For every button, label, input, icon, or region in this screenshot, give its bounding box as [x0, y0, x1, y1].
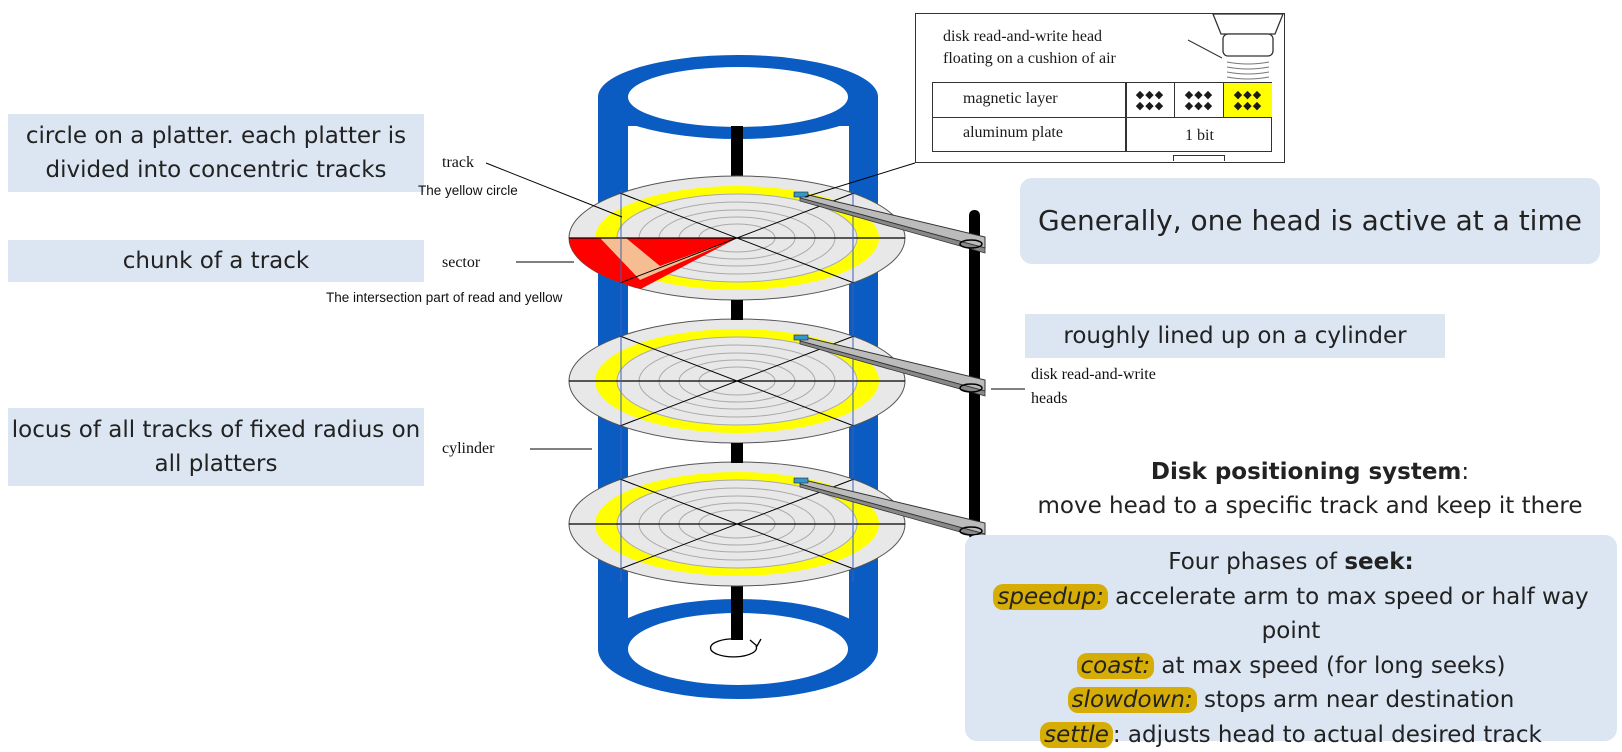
phase-desc: stops arm near destination [1197, 687, 1515, 713]
positioning-colon: : [1461, 459, 1469, 485]
phase-slowdown: slowdown: stops arm near destination [965, 683, 1617, 718]
row-aluminum-plate: aluminum plate 1 bit [933, 117, 1271, 151]
label-track: track [442, 154, 474, 172]
label-sector: sector [442, 254, 480, 272]
inset-head-line1: disk read-and-write head [943, 26, 1116, 48]
phase-desc: accelerate arm to max speed or half way … [1108, 584, 1589, 645]
positioning-system-text: Disk positioning system: move head to a … [1020, 455, 1600, 523]
bit-cell: ◆◆◆◆◆◆ [1126, 83, 1175, 117]
magnetic-layer-label: magnetic layer [963, 90, 1058, 108]
positioning-desc: move head to a specific track and keep i… [1020, 489, 1600, 523]
bit-bracket [1173, 155, 1225, 161]
positioning-title: Disk positioning system [1151, 459, 1462, 485]
one-bit-label: 1 bit [1185, 127, 1214, 145]
callout-track: circle on a platter. each platter is div… [8, 114, 424, 192]
phase-name: coast: [1077, 653, 1155, 679]
callout-one-head: Generally, one head is active at a time [1020, 178, 1600, 264]
seek-phases-box: Four phases of seek: speedup: accelerate… [965, 535, 1617, 741]
actuator-post [969, 210, 980, 540]
phase-desc: : adjusts head to actual desired track [1113, 722, 1542, 748]
callout-lined-up: roughly lined up on a cylinder [1025, 314, 1445, 358]
label-sector-note: The intersection part of read and yellow [326, 290, 562, 305]
phase-settle: settle: adjusts head to actual desired t… [965, 718, 1617, 752]
bit-cell: ◆◆◆◆◆◆ [1175, 83, 1224, 117]
seek-intro-bold: seek: [1344, 549, 1413, 575]
head-detail-inset: disk read-and-write head floating on a c… [915, 13, 1285, 163]
phase-name: settle [1040, 722, 1113, 748]
layer-table: magnetic layer ◆◆◆◆◆◆ ◆◆◆◆◆◆ ◆◆◆◆◆◆ alum… [932, 82, 1272, 152]
seek-intro-text: Four phases of [1168, 549, 1344, 575]
label-cylinder: cylinder [442, 440, 494, 458]
phase-name: slowdown: [1068, 687, 1197, 713]
phase-name: speedup: [993, 584, 1107, 610]
bit-cells: ◆◆◆◆◆◆ ◆◆◆◆◆◆ ◆◆◆◆◆◆ [1126, 83, 1272, 117]
label-track-note: The yellow circle [418, 183, 518, 198]
phase-desc: at max speed (for long seeks) [1154, 653, 1505, 679]
aluminum-plate-label: aluminum plate [963, 124, 1063, 142]
seek-intro: Four phases of seek: [965, 545, 1617, 580]
inset-head-label: disk read-and-write head floating on a c… [943, 26, 1116, 70]
bit-cell-highlighted: ◆◆◆◆◆◆ [1224, 83, 1272, 117]
phase-coast: coast: at max speed (for long seeks) [965, 649, 1617, 684]
callout-cylinder: locus of all tracks of fixed radius on a… [8, 408, 424, 486]
platter-middle [569, 319, 905, 443]
phase-speedup: speedup: accelerate arm to max speed or … [965, 580, 1617, 649]
inset-leader [1186, 34, 1226, 64]
label-heads-line1: disk read-and-write [1031, 366, 1156, 384]
inset-head-line2: floating on a cushion of air [943, 48, 1116, 70]
label-heads-line2: heads [1031, 390, 1067, 408]
callout-sector: chunk of a track [8, 240, 424, 282]
platter-bottom [569, 462, 905, 586]
row-magnetic-layer: magnetic layer ◆◆◆◆◆◆ ◆◆◆◆◆◆ ◆◆◆◆◆◆ [933, 83, 1271, 118]
